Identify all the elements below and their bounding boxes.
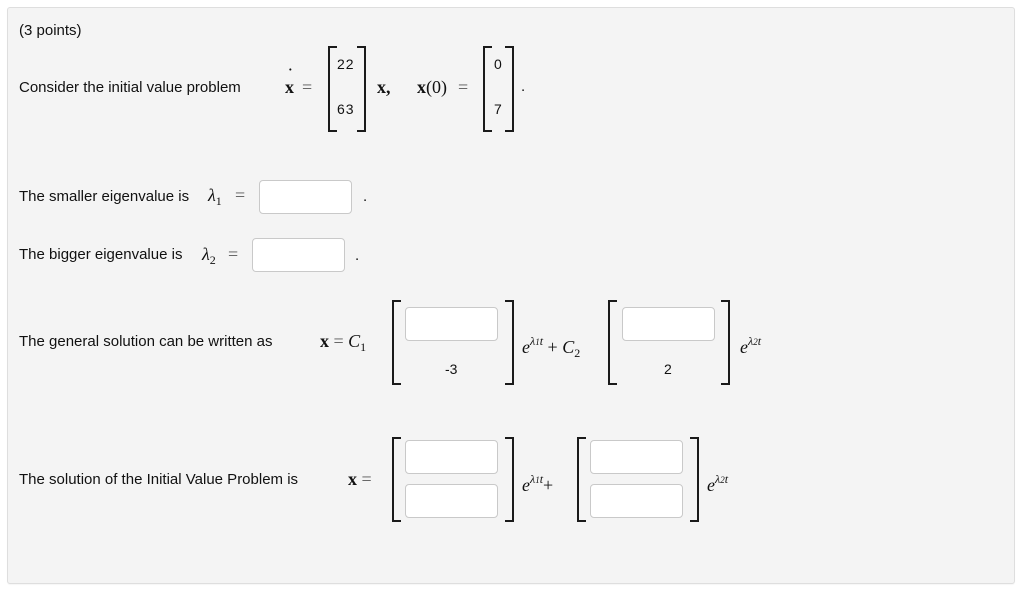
gs-v1-top-input[interactable] [405,307,498,341]
ic-left-bracket [483,46,492,132]
points-label: (3 points) [19,22,82,39]
lambda1-equals: = [235,185,246,205]
x-dot-symbol: ˙x [285,67,294,97]
gs-v2-right-bracket [721,300,730,385]
lambda2-symbol: λ2 [202,244,216,267]
x-dot: ˙x [285,67,294,97]
lambda2-period: . [355,247,360,264]
general-solution-label: The general solution can be written as [19,333,273,350]
ivp-v1-top-input[interactable] [405,440,498,474]
matrix-entry-top: 22 [337,56,355,72]
bigger-eigenvalue-input[interactable] [252,238,345,272]
gs-v1-bottom-value: -3 [445,361,458,377]
gs-v1-left-bracket [392,300,401,385]
lambda2-equals: = [228,244,239,264]
ivp-v2-top-input[interactable] [590,440,683,474]
gs-exp1-term: eλ1t + C2 [522,334,581,360]
ivp-v1-bottom-input[interactable] [405,484,498,518]
lambda1-symbol: λ1 [208,185,222,208]
gs-v1-right-bracket [505,300,514,385]
ivp-exp2-term: eλ2t [707,472,729,495]
gs-v2-left-bracket [608,300,617,385]
dot-accent: ˙ [288,67,293,82]
ivp-v2-bottom-input[interactable] [590,484,683,518]
ivp-solution-lhs: x = [348,469,372,489]
equals-sign: = [302,77,313,97]
ivp-exp1-term: eλ1t+ [522,472,554,495]
matrix-left-bracket [328,46,337,132]
gs-exp2-term: eλ2t [740,334,762,357]
x-vector-label: x, [377,77,391,97]
ic-equals-sign: = [458,77,469,97]
gs-v2-bottom-value: 2 [664,361,672,377]
ivp-v1-right-bracket [505,437,514,522]
gs-v2-top-input[interactable] [622,307,715,341]
question-panel [7,7,1015,584]
ic-entry-bottom: 7 [494,101,503,117]
matrix-entry-bottom: 63 [337,101,355,117]
lambda1-period: . [363,188,368,205]
smaller-eigenvalue-label: The smaller eigenvalue is [19,188,190,205]
ivp-solution-label: The solution of the Initial Value Proble… [19,471,299,488]
problem-period: . [521,78,526,95]
smaller-eigenvalue-input[interactable] [259,180,352,214]
ivp-v2-right-bracket [690,437,699,522]
general-solution-lhs: x = C1 [320,331,367,354]
ivp-v1-left-bracket [392,437,401,522]
ic-right-bracket [505,46,514,132]
initial-condition-label: x(0) [417,77,447,97]
ic-entry-top: 0 [494,56,503,72]
ivp-v2-left-bracket [577,437,586,522]
problem-intro: Consider the initial value problem [19,79,241,96]
bigger-eigenvalue-label: The bigger eigenvalue is [19,246,183,263]
matrix-right-bracket [357,46,366,132]
